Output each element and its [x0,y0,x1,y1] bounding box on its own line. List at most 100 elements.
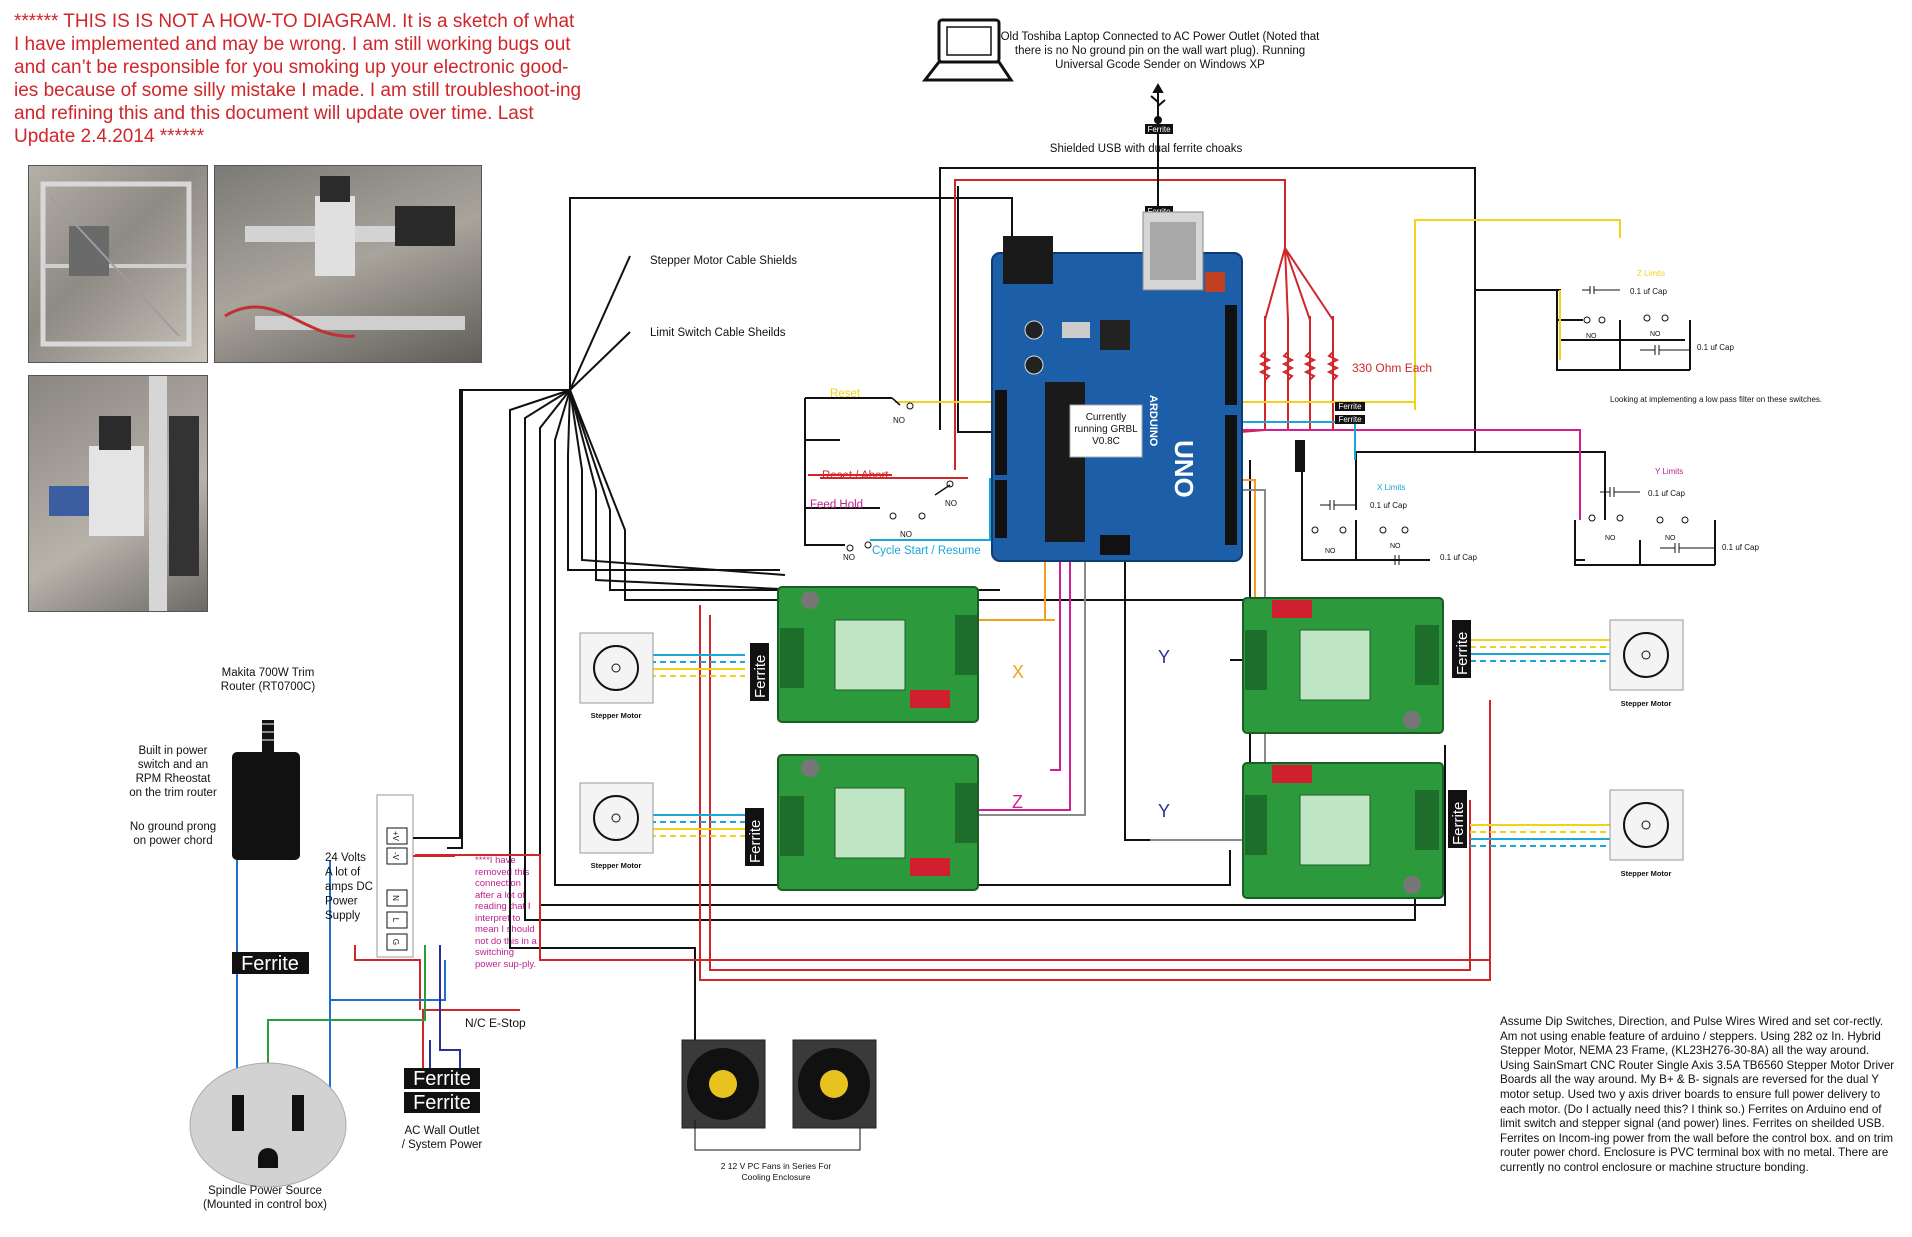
svg-text:Ferrite: Ferrite [1338,415,1362,424]
stepper-motor-y2: Stepper Motor [1609,789,1684,878]
svg-text:Ferrite: Ferrite [752,655,769,698]
svg-text:NO: NO [1605,535,1616,542]
svg-text:Ferrite: Ferrite [747,820,764,863]
svg-text:UNO: UNO [1169,440,1199,498]
svg-text:ARDUINO: ARDUINO [1147,395,1159,447]
stepper-shields-label: Stepper Motor Cable Shields [650,255,797,267]
power-supply-note: ****I have removed this connection after… [475,855,537,970]
x-limit-switches: X Limits 0.1 uf Cap NO NO 0.1 uf Cap [1311,483,1477,565]
svg-text:NO: NO [1325,548,1336,555]
z-limit-switches: Z Limits 0.1 uf Cap NO NO 0.1 uf Cap [1582,269,1734,355]
machine-photo-2 [214,165,482,363]
driver-board-y2 [1242,762,1444,899]
axis-y2-label: Y [1158,801,1170,821]
svg-text:NO: NO [893,416,905,425]
ferrite-router [232,952,309,974]
svg-text:NO: NO [843,553,855,562]
svg-text:X Limits: X Limits [1377,483,1405,492]
warning-note: ****** THIS IS IS NOT A HOW-TO DIAGRAM. … [14,11,582,147]
ferrite-y-limit [1335,415,1365,424]
driver-board-z [777,754,979,891]
axis-z-label: Z [1012,792,1023,812]
resistor-label: 330 Ohm Each [1352,361,1432,375]
svg-text:Cycle Start / Resume: Cycle Start / Resume [872,545,981,557]
filter-note: Looking at implementing a low pass filte… [1610,395,1822,404]
svg-text:+V: +V [391,831,400,842]
machine-photo-3 [28,375,208,612]
svg-text:G: G [391,939,400,945]
ferrite-usb-top [1145,124,1173,134]
svg-text:NO: NO [1390,543,1401,550]
ferrite-driver-y2: Ferrite [1448,790,1467,848]
svg-text:-V: -V [391,852,400,861]
ferrite-z-limit [1335,402,1365,411]
y-limit-switches: Y Limits 0.1 uf Cap NO NO 0.1 uf Cap [1588,467,1759,553]
svg-text:running GRBL: running GRBL [1074,424,1138,435]
spindle-source-label: Spindle Power Source(Mounted in control … [203,1185,327,1211]
power-supply: +V -V N L G [376,794,414,958]
stepper-motor-z: Stepper Motor [579,782,654,870]
svg-text:Reset / Abort: Reset / Abort [822,470,889,482]
svg-text:Ferrite: Ferrite [1454,632,1471,675]
svg-text:Feed Hold: Feed Hold [810,499,863,511]
ferrite-usb-bottom [1145,206,1173,216]
svg-text:L: L [391,918,400,923]
resistors [1258,247,1340,381]
svg-text:0.1 uf Cap: 0.1 uf Cap [1722,543,1759,552]
assumptions-note: Assume Dip Switches, Direction, and Puls… [1500,1015,1895,1174]
svg-text:Ferrite: Ferrite [1338,402,1362,411]
arduino-board: Currently running GRBL V0.8C UNO ARDUINO [991,211,1243,562]
svg-text:Ferrite: Ferrite [413,1092,471,1114]
laptop-label: Old Toshiba Laptop Connected to AC Power… [1000,31,1320,71]
svg-text:Stepper Motor: Stepper Motor [1621,699,1672,708]
ferrite-x-limit [1295,440,1305,472]
svg-text:0.1 uf Cap: 0.1 uf Cap [1440,553,1477,562]
svg-text:V0.8C: V0.8C [1092,436,1120,447]
svg-text:Stepper Motor: Stepper Motor [591,711,642,720]
ferrite-driver-x: Ferrite [750,643,769,701]
estop-label: N/C E-Stop [465,1016,526,1030]
ac-ferrites: Ferrite Ferrite [404,1068,480,1114]
driver-board-y1 [1242,597,1444,734]
limit-shields-label: Limit Switch Cable Sheilds [650,327,786,339]
svg-text:Ferrite: Ferrite [1147,125,1171,134]
svg-text:NO: NO [945,499,957,508]
svg-text:0.1 uf Cap: 0.1 uf Cap [1630,287,1667,296]
svg-text:Y Limits: Y Limits [1655,467,1683,476]
machine-photo-1 [28,165,208,363]
svg-text:0.1 uf Cap: 0.1 uf Cap [1370,501,1407,510]
usb-label: Shielded USB with dual ferrite choaks [1050,143,1243,155]
svg-text:Stepper Motor: Stepper Motor [1621,869,1672,878]
ac-outlet-label: AC Wall Outlet/ System Power [402,1125,483,1151]
svg-text:Ferrite: Ferrite [1450,802,1467,845]
svg-text:NO: NO [900,530,912,539]
laptop-icon [921,18,1014,82]
svg-text:Currently: Currently [1086,412,1127,423]
axis-x-label: X [1012,662,1024,682]
svg-text:Reset: Reset [830,388,861,400]
svg-text:Stepper Motor: Stepper Motor [591,861,642,870]
ferrite-driver-y1: Ferrite [1452,620,1471,678]
svg-text:Z Limits: Z Limits [1637,269,1665,278]
ferrite-driver-z: Ferrite [745,808,764,866]
axis-y1-label: Y [1158,647,1170,667]
driver-board-x [777,586,979,723]
svg-text:0.1 uf Cap: 0.1 uf Cap [1648,489,1685,498]
svg-text:N: N [391,895,400,901]
control-switches: Reset NO Reset / Abort NO Feed Hold NO C… [810,388,981,562]
svg-text:Ferrite: Ferrite [241,953,299,975]
spindle-outlet [189,1062,347,1188]
cooling-fans [681,1039,877,1129]
stepper-motor-x: Stepper Motor [579,632,654,720]
stepper-motor-y1: Stepper Motor [1609,619,1684,708]
svg-text:NO: NO [1586,333,1597,340]
svg-text:0.1 uf Cap: 0.1 uf Cap [1697,343,1734,352]
svg-text:Ferrite: Ferrite [413,1068,471,1090]
